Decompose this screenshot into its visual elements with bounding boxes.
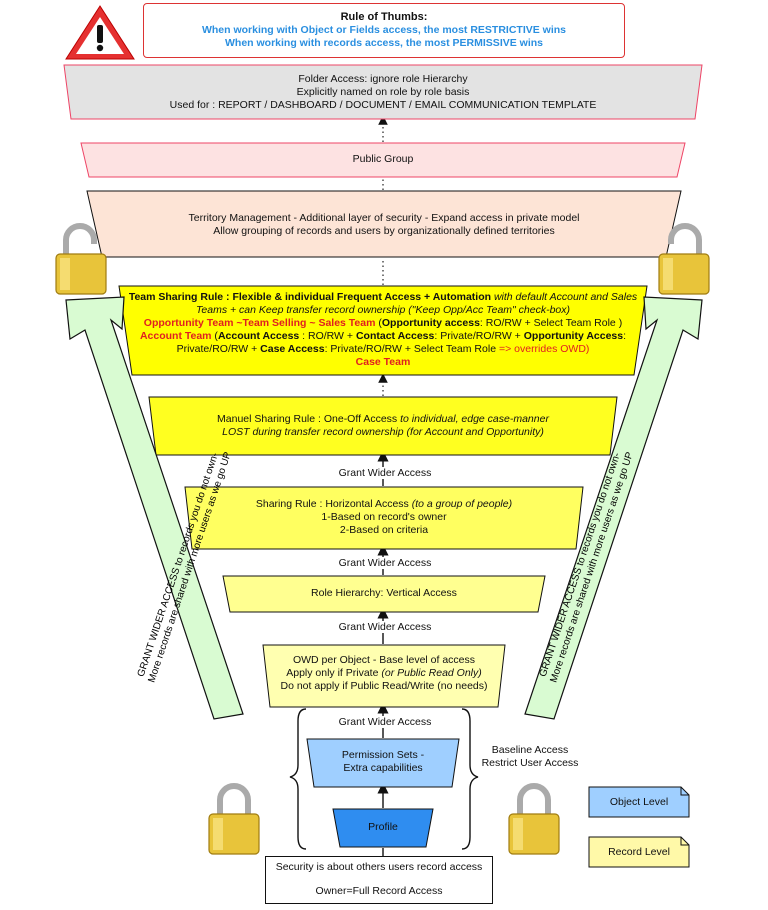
grant-wider-access-arrow-right: GRANT WIDER ACCESS to records you do not… [524, 296, 703, 720]
manual-title: Manuel Sharing Rule : One-Off Access [217, 413, 401, 425]
folder-line-1: Folder Access: ignore role Hierarchy [298, 73, 468, 85]
grant-wider-access-label: Grant Wider Access [320, 467, 450, 479]
contact-access-label: Contact Access [355, 330, 435, 342]
case-access-label: Case Access [260, 343, 325, 355]
arrow-text-line-2: More records are shared with more users … [548, 450, 635, 684]
owd-public-read-only: (or Public Read Only) [381, 667, 482, 679]
rule-of-thumbs-box: Rule of Thumbs: When working with Object… [143, 3, 625, 58]
grant-wider-access-label: Grant Wider Access [320, 716, 450, 728]
territory-line-2: Allow grouping of records and users by o… [213, 225, 555, 237]
grant-wider-access-arrow-left: GRANT WIDER ACCESS to records you do not… [65, 296, 244, 720]
territory-management-level: Territory Management - Additional layer … [86, 190, 682, 258]
opportunity-access-value: : RO/RW + Select Team Role ) [479, 317, 623, 329]
manual-sharing-level: Manuel Sharing Rule : One-Off Access to … [148, 396, 618, 456]
account-team-label: Account Team [139, 330, 212, 342]
team-sharing-level: Team Sharing Rule : Flexible & individua… [118, 285, 648, 376]
profile-label: Profile [368, 821, 398, 833]
colon: : [623, 330, 627, 342]
legend-record-level: Record Level [588, 836, 690, 868]
rule-line-1: When working with Object or Fields acces… [201, 24, 567, 36]
permission-sets-subtitle: Extra capabilities [343, 762, 423, 774]
locked-padlock-icon [208, 783, 260, 855]
role-hierarchy-level: Role Hierarchy: Vertical Access [222, 575, 546, 613]
folder-line-2: Explicitly named on role by role basis [296, 86, 470, 98]
public-group-level: Public Group [80, 142, 686, 178]
unlocked-padlock-icon [658, 223, 710, 295]
rule-title: Rule of Thumbs: [340, 11, 428, 23]
paren: ( [211, 330, 218, 342]
team-default-teams: with default Account and Sales [491, 291, 638, 303]
folder-access-level: Folder Access: ignore role Hierarchy Exp… [63, 64, 703, 120]
account-access-value: : RO/RW + [299, 330, 356, 342]
overrides-owd-note: => overrides OWD) [498, 343, 590, 355]
owd-title: OWD per Object - Base level of access [292, 654, 476, 666]
locked-padlock-icon [508, 783, 560, 855]
sharing-owner-based: 1-Based on record's owner [321, 511, 447, 523]
role-hierarchy-label: Role Hierarchy: Vertical Access [311, 587, 457, 599]
sharing-rule-level: Sharing Rule : Horizontal Access (to a g… [184, 486, 584, 550]
sharing-criteria-based: 2-Based on criteria [339, 524, 429, 536]
opportunity-team-label: Opportunity Team ~Team Selling ~ Sales T… [143, 317, 376, 329]
sharing-title: Sharing Rule : Horizontal Access [255, 498, 412, 510]
permission-sets-level: Permission Sets - Extra capabilities [306, 738, 460, 788]
manual-edge-case: to individual, edge case-manner [400, 413, 549, 425]
team-title: Team Sharing Rule : Flexible & individua… [128, 291, 492, 303]
case-team-label: Case Team [355, 356, 411, 368]
sharing-group-note: (to a group of people) [411, 498, 513, 510]
folder-line-3: Used for : REPORT / DASHBOARD / DOCUMENT… [169, 99, 597, 111]
warning-icon [65, 5, 135, 60]
contact-access-value: : Private/RO/RW + [434, 330, 524, 342]
profile-level: Profile [332, 808, 434, 848]
legend-object-label: Object Level [609, 796, 669, 808]
unlocked-padlock-icon [55, 223, 107, 295]
opportunity-access-label: Opportunity access [381, 317, 480, 329]
grant-wider-access-label: Grant Wider Access [320, 557, 450, 569]
opp-access-label: Opportunity Access [523, 330, 624, 342]
restrict-user-access: Restrict User Access [481, 757, 579, 769]
permission-sets-title: Permission Sets - [341, 749, 425, 761]
baseline-access: Baseline Access [491, 744, 569, 756]
legend-object-level: Object Level [588, 786, 690, 818]
team-keep-ownership: Teams + can Keep transfer record ownersh… [195, 304, 571, 316]
territory-line-1: Territory Management - Additional layer … [188, 212, 580, 224]
rule-line-2: When working with records access, the mo… [225, 37, 543, 49]
security-box: Security is about others users record ac… [265, 856, 493, 904]
manual-lost-note: LOST during transfer record ownership (f… [222, 426, 544, 438]
public-group-label: Public Group [352, 153, 414, 165]
baseline-brace [289, 708, 479, 850]
security-line-2: Owner=Full Record Access [315, 885, 443, 897]
legend-record-label: Record Level [608, 846, 670, 858]
baseline-note: Baseline Access Restrict User Access [480, 744, 580, 770]
owd-public-read-write: Do not apply if Public Read/Write (no ne… [280, 680, 488, 692]
opp-access-value: Private/RO/RW + [176, 343, 261, 355]
account-access-label: Account Access [217, 330, 300, 342]
owd-private: Apply only if Private [286, 667, 382, 679]
paren: ( [375, 317, 382, 329]
svg-text:GRANT WIDER ACCESS to records: GRANT WIDER ACCESS to records you do not… [537, 447, 636, 684]
owd-level: OWD per Object - Base level of access Ap… [262, 644, 506, 708]
arrow-text-line-1: GRANT WIDER ACCESS to records you do not… [538, 451, 623, 678]
case-access-value: : Private/RO/RW + Select Team Role [324, 343, 499, 355]
security-line-1: Security is about others users record ac… [275, 861, 483, 873]
grant-wider-access-label: Grant Wider Access [320, 621, 450, 633]
